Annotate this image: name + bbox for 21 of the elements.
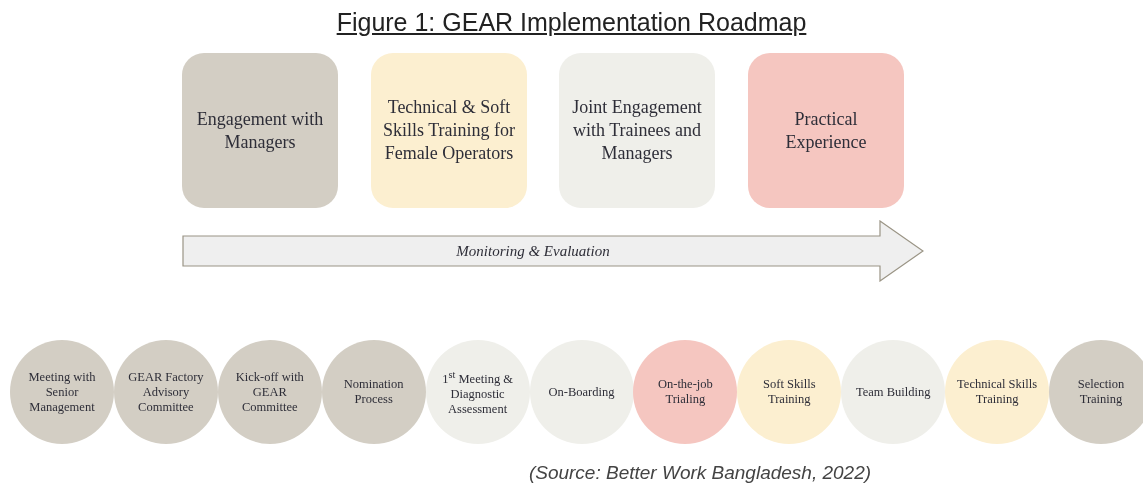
arrow-label: Monitoring & Evaluation bbox=[456, 242, 610, 260]
node-label: Technical Skills Training bbox=[956, 377, 1039, 407]
node-label: Soft Skills Training bbox=[762, 377, 817, 407]
figure-title: Figure 1: GEAR Implementation Roadmap bbox=[336, 8, 807, 36]
node-label: On-the-job Trialing bbox=[656, 377, 714, 407]
node-label: Joint Engagement with Trainees and Managers bbox=[571, 96, 703, 165]
node-label: Engagement with Managers bbox=[195, 107, 325, 154]
node-label: GEAR Factory Advisory Committee bbox=[127, 369, 205, 415]
node-label: Meeting with Senior Management bbox=[27, 369, 97, 415]
stage-box bbox=[371, 53, 527, 208]
node-label: 1$^{st}$ Meeting & Diagnostic Assessment bbox=[441, 367, 514, 418]
node-label: Kick-off with GEAR Committee bbox=[234, 369, 305, 415]
node-label: On-Boarding bbox=[548, 384, 615, 400]
node-label: Technical & Soft Skills Training for Female Operators bbox=[382, 96, 516, 165]
stage-box bbox=[748, 53, 904, 208]
source-caption: (Source: Better Work Bangladesh, 2022) bbox=[527, 462, 873, 484]
node-label: Team Building bbox=[855, 384, 931, 400]
stage-box bbox=[182, 53, 338, 208]
node-label: Practical Experience bbox=[784, 107, 868, 154]
node-label: Nomination Process bbox=[342, 377, 405, 407]
node-label: Selection Training bbox=[1076, 377, 1126, 407]
